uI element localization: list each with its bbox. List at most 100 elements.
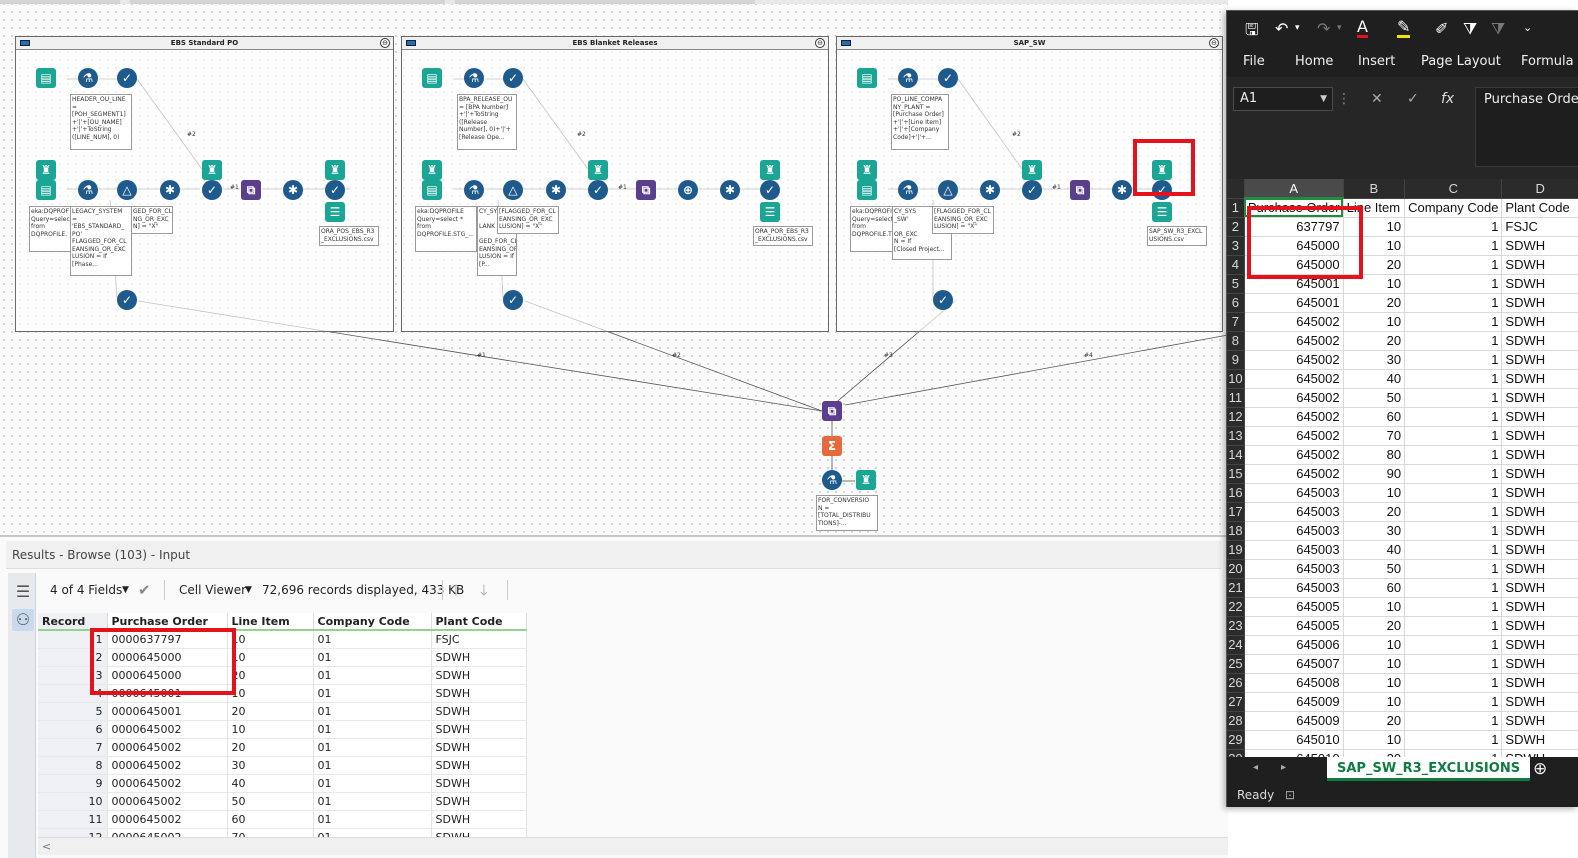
cell[interactable]: 50 bbox=[227, 792, 314, 811]
browse-tool[interactable]: ♜ bbox=[1152, 160, 1174, 182]
cell[interactable]: 645002 bbox=[1244, 464, 1344, 484]
cell[interactable]: SDWH bbox=[431, 702, 527, 721]
sheet-tab[interactable]: SAP_SW_R3_EXCLUSIONS bbox=[1327, 757, 1531, 781]
undo-icon[interactable]: ↶ bbox=[1275, 19, 1289, 38]
horizontal-scrollbar[interactable]: < bbox=[38, 837, 1228, 855]
cell[interactable]: 1 bbox=[1404, 407, 1503, 427]
cell[interactable]: 10 bbox=[1343, 312, 1406, 332]
cell[interactable]: 1 bbox=[1404, 445, 1503, 465]
union-tool[interactable]: ⧉ bbox=[822, 401, 844, 423]
cell[interactable]: 10 bbox=[1343, 654, 1406, 674]
cell[interactable]: SDWH bbox=[431, 666, 527, 685]
union-tool[interactable]: ⧉ bbox=[241, 180, 263, 202]
input-tool[interactable]: ▤ bbox=[422, 180, 444, 202]
row-header[interactable]: 30 bbox=[1227, 749, 1245, 757]
cell[interactable]: 645003 bbox=[1244, 483, 1344, 503]
filter-tool[interactable]: ✓ bbox=[503, 290, 525, 312]
filter-tool[interactable]: △ bbox=[117, 180, 139, 202]
cell[interactable]: 1 bbox=[1404, 711, 1503, 731]
name-box[interactable]: A1 ▼ bbox=[1233, 87, 1333, 111]
row-header[interactable]: 22 bbox=[1227, 597, 1245, 617]
cell[interactable]: 1 bbox=[1404, 293, 1503, 313]
cell[interactable]: 50 bbox=[1343, 388, 1406, 408]
cell[interactable]: 20 bbox=[227, 738, 314, 757]
cell[interactable]: SDWH bbox=[1501, 464, 1578, 484]
row-header[interactable]: 5 bbox=[1227, 274, 1245, 294]
cell[interactable]: 50 bbox=[1343, 559, 1406, 579]
row-header[interactable]: 4 bbox=[1227, 255, 1245, 275]
cell[interactable]: 645007 bbox=[1244, 654, 1344, 674]
row-header[interactable]: 7 bbox=[1227, 312, 1245, 332]
cell[interactable]: SDWH bbox=[1501, 502, 1578, 522]
cell[interactable]: 645000 bbox=[1244, 236, 1344, 256]
cell[interactable]: 90 bbox=[1343, 464, 1406, 484]
cell[interactable]: 637797 bbox=[1244, 217, 1344, 237]
filter-tool[interactable]: ✓ bbox=[760, 180, 782, 202]
row-header[interactable]: 24 bbox=[1227, 635, 1245, 655]
cell[interactable]: SDWH bbox=[431, 774, 527, 793]
cell[interactable]: SDWH bbox=[1501, 673, 1578, 693]
cell[interactable]: 01 bbox=[313, 756, 432, 775]
cell[interactable]: SDWH bbox=[431, 738, 527, 757]
filter-tool[interactable]: ✓ bbox=[503, 68, 525, 90]
join-tool[interactable]: ⊕ bbox=[678, 180, 700, 202]
chevron-down-icon[interactable]: ▾ bbox=[1337, 23, 1342, 33]
cell[interactable]: SDWH bbox=[431, 810, 527, 829]
cell[interactable]: SDWH bbox=[431, 756, 527, 775]
output-tool[interactable]: ☰ bbox=[325, 202, 347, 224]
save-icon[interactable]: 🖫 bbox=[1245, 20, 1259, 39]
cell[interactable]: SDWH bbox=[431, 792, 527, 811]
cell[interactable]: 10 bbox=[1343, 673, 1406, 693]
tab-file[interactable]: File bbox=[1243, 54, 1265, 69]
cell[interactable]: 645000 bbox=[1244, 255, 1344, 275]
cell[interactable]: SDWH bbox=[1501, 369, 1578, 389]
cell[interactable]: 0000645000 bbox=[107, 666, 228, 685]
cell[interactable]: 1 bbox=[1404, 331, 1503, 351]
cell[interactable]: 60 bbox=[1343, 578, 1406, 598]
cell[interactable]: SDWH bbox=[1501, 749, 1578, 757]
fields-selector[interactable]: 4 of 4 Fields bbox=[50, 583, 123, 597]
cell[interactable]: 645009 bbox=[1244, 711, 1344, 731]
cell[interactable]: 1 bbox=[1404, 521, 1503, 541]
cell[interactable]: SDWH bbox=[1501, 350, 1578, 370]
redo-icon[interactable]: ↷ bbox=[1317, 19, 1331, 38]
cell[interactable]: 20 bbox=[1343, 502, 1406, 522]
cell[interactable]: 10 bbox=[1343, 692, 1406, 712]
chevron-down-icon[interactable]: ▼ bbox=[1320, 94, 1327, 104]
cell[interactable]: 1 bbox=[1404, 654, 1503, 674]
browse-tool[interactable]: ♜ bbox=[856, 470, 878, 492]
join-tool[interactable]: ✱ bbox=[980, 180, 1002, 202]
filter-tool[interactable]: ✓ bbox=[938, 68, 960, 90]
cell[interactable]: 645002 bbox=[1244, 350, 1344, 370]
row-header[interactable]: 25 bbox=[1227, 654, 1245, 674]
column-header-d[interactable]: D bbox=[1501, 179, 1578, 199]
row-header[interactable]: 20 bbox=[1227, 559, 1245, 579]
cell[interactable]: SDWH bbox=[1501, 521, 1578, 541]
cell[interactable]: FSJC bbox=[431, 630, 527, 649]
cell[interactable]: SDWH bbox=[1501, 616, 1578, 636]
cell[interactable]: 10 bbox=[1343, 483, 1406, 503]
row-header[interactable]: 1 bbox=[1227, 198, 1245, 218]
cell[interactable]: 0000645002 bbox=[107, 720, 228, 739]
cell[interactable]: 10 bbox=[1343, 730, 1406, 750]
filter-tool[interactable]: ✓ bbox=[1022, 180, 1044, 202]
cell[interactable]: 645003 bbox=[1244, 559, 1344, 579]
cell[interactable]: SDWH bbox=[1501, 426, 1578, 446]
cell[interactable]: SDWH bbox=[431, 684, 527, 703]
collapse-icon[interactable]: ⊖ bbox=[380, 38, 390, 48]
cell[interactable]: 645008 bbox=[1244, 673, 1344, 693]
cell[interactable]: 0000645002 bbox=[107, 774, 228, 793]
browse-tool[interactable]: ♜ bbox=[857, 160, 879, 182]
